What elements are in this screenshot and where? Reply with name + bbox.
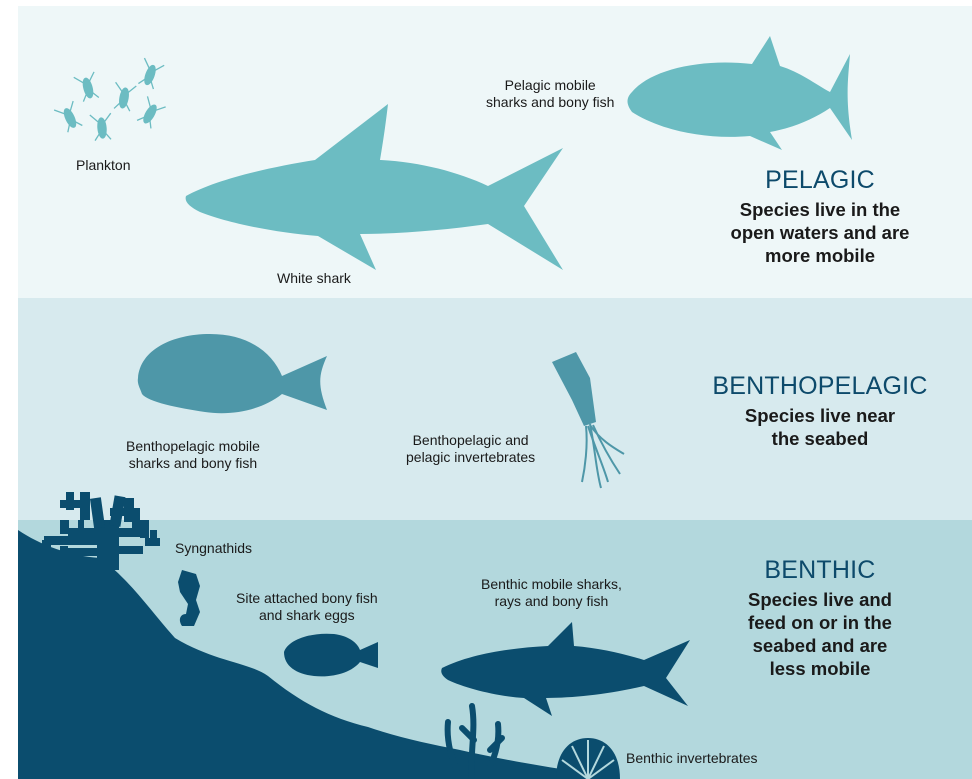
benthopelagic-invert-label-line-1: Benthopelagic and — [406, 432, 535, 449]
benthopelagic-description-line-1: Species live near — [680, 404, 960, 427]
benthic-description-line-2: feed on or in the — [680, 611, 960, 634]
benthic-mobile-label-line-2: rays and bony fish — [481, 593, 622, 610]
syngnathids-label: Syngnathids — [175, 540, 252, 557]
benthic-description-line-4: less mobile — [680, 657, 960, 680]
benthic-title: BENTHIC — [700, 556, 940, 585]
benthopelagic-fish-label: Benthopelagic mobile sharks and bony fis… — [126, 438, 260, 472]
benthic-description-line-3: seabed and are — [680, 634, 960, 657]
benthopelagic-description: Species live near the seabed — [680, 404, 960, 450]
benthic-mobile-label-line-1: Benthic mobile sharks, — [481, 576, 622, 593]
pelagic-fish-label-line-2: sharks and bony fish — [486, 94, 614, 111]
benthopelagic-invert-label-line-2: pelagic invertebrates — [406, 449, 535, 466]
site-attached-label-line-2: and shark eggs — [236, 607, 378, 624]
benthic-invert-label: Benthic invertebrates — [626, 750, 758, 767]
site-attached-label: Site attached bony fish and shark eggs — [236, 590, 378, 624]
pelagic-description-line-2: open waters and are — [680, 221, 960, 244]
benthic-mobile-label: Benthic mobile sharks, rays and bony fis… — [481, 576, 622, 610]
benthopelagic-description-line-2: the seabed — [680, 427, 960, 450]
benthopelagic-title: BENTHOPELAGIC — [680, 372, 960, 401]
benthopelagic-invert-label: Benthopelagic and pelagic invertebrates — [406, 432, 535, 466]
pelagic-description: Species live in the open waters and are … — [680, 198, 960, 267]
pelagic-title: PELAGIC — [700, 166, 940, 195]
benthopelagic-fish-label-line-2: sharks and bony fish — [126, 455, 260, 472]
pelagic-fish-label: Pelagic mobile sharks and bony fish — [486, 77, 614, 111]
white-shark-label: White shark — [277, 270, 351, 287]
benthopelagic-fish-label-line-1: Benthopelagic mobile — [126, 438, 260, 455]
benthic-description-line-1: Species live and — [680, 588, 960, 611]
benthic-description: Species live and feed on or in the seabe… — [680, 588, 960, 680]
plankton-label: Plankton — [76, 157, 130, 174]
pelagic-fish-label-line-1: Pelagic mobile — [486, 77, 614, 94]
site-attached-label-line-1: Site attached bony fish — [236, 590, 378, 607]
pelagic-description-line-3: more mobile — [680, 244, 960, 267]
pelagic-description-line-1: Species live in the — [680, 198, 960, 221]
